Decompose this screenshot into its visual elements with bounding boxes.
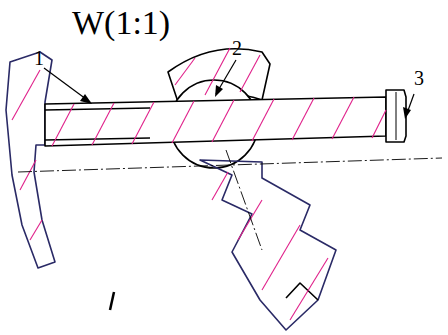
callout-number: 3 — [414, 68, 424, 88]
view-label: W(1:1) — [72, 6, 170, 40]
callout-number: 2 — [232, 38, 242, 58]
callout-number: 1 — [34, 48, 44, 68]
